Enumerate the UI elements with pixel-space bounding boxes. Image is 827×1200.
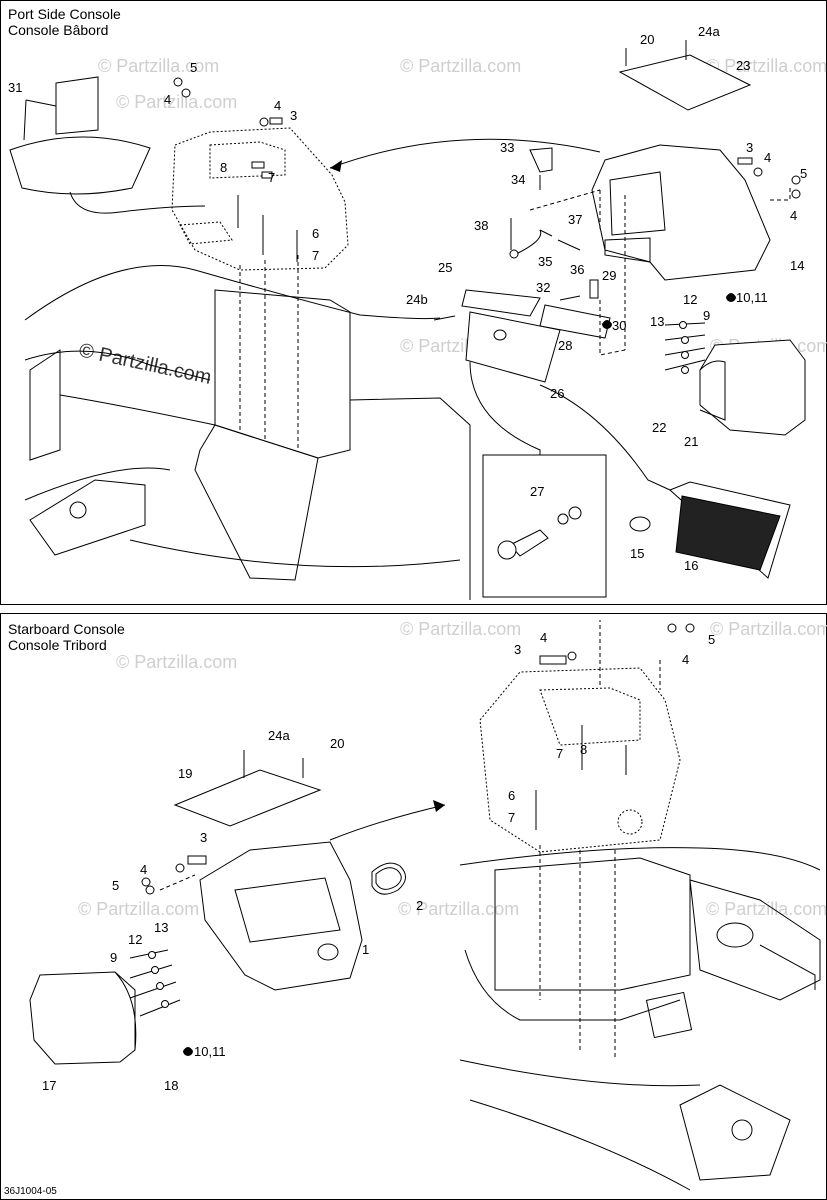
callout: 5 xyxy=(190,60,197,75)
callout: 15 xyxy=(630,546,644,561)
starboard-title-fr: Console Tribord xyxy=(8,637,107,653)
callout: 3 xyxy=(290,108,297,123)
callout: 3 xyxy=(746,140,753,155)
callout: 24a xyxy=(268,728,290,743)
callout: 4 xyxy=(274,98,281,113)
callout: 10,11 xyxy=(736,290,768,305)
callout: 7 xyxy=(556,746,563,761)
callout: 6 xyxy=(508,788,515,803)
callout: 13 xyxy=(650,314,664,329)
callout: 29 xyxy=(602,268,616,283)
callout: 38 xyxy=(474,218,488,233)
callout: 32 xyxy=(536,280,550,295)
callout: 3 xyxy=(200,830,207,845)
watermark: © Partzilla.com xyxy=(398,899,519,919)
port-callouts: 31 5 4 4 3 8 7 6 7 20 24a 23 33 34 3 4 5… xyxy=(8,24,807,573)
callout: 24a xyxy=(698,24,720,39)
callout: 25 xyxy=(438,260,452,275)
callout: 33 xyxy=(500,140,514,155)
callout: 5 xyxy=(708,632,715,647)
callout: 4 xyxy=(682,652,689,667)
watermark: © Partzilla.com xyxy=(116,92,237,112)
watermark: © Partzilla.com xyxy=(706,56,827,76)
callout: 28 xyxy=(558,338,572,353)
callout: 6 xyxy=(312,226,319,241)
callout: 26 xyxy=(550,386,564,401)
fastener-group xyxy=(173,77,298,262)
watermark: © Partzilla.com xyxy=(710,619,827,639)
callout: 18 xyxy=(164,1078,178,1093)
watermark: © Partzilla.com xyxy=(400,56,521,76)
callout: 20 xyxy=(640,32,654,47)
port-drawing xyxy=(9,40,806,600)
callout: 14 xyxy=(790,258,804,273)
starboard-drawing xyxy=(29,620,821,1191)
watermark: © Partzilla.com xyxy=(78,899,199,919)
callout: 7 xyxy=(312,248,319,263)
callout: 24b xyxy=(406,292,428,307)
fluid-drop-icon xyxy=(602,320,612,329)
callout: 30 xyxy=(612,318,626,333)
callout: 12 xyxy=(128,932,142,947)
callout: 4 xyxy=(540,630,547,645)
callout: 4 xyxy=(764,150,771,165)
watermark: © Partzilla.com xyxy=(400,619,521,639)
callout: 35 xyxy=(538,254,552,269)
watermark: © Partzilla.com xyxy=(706,899,827,919)
callout: 4 xyxy=(790,208,797,223)
callout: 9 xyxy=(110,950,117,965)
callout: 17 xyxy=(42,1078,56,1093)
callout: 4 xyxy=(164,92,171,107)
callout: 10,11 xyxy=(194,1044,226,1059)
callout: 21 xyxy=(684,434,698,449)
callout: 27 xyxy=(530,484,544,499)
callout: 8 xyxy=(220,160,227,175)
callout: 31 xyxy=(8,80,22,95)
watermark: © Partzilla.com xyxy=(116,652,237,672)
callout: 36 xyxy=(570,262,584,277)
callout: 3 xyxy=(514,642,521,657)
callout: 16 xyxy=(684,558,698,573)
callout: 13 xyxy=(154,920,168,935)
callout: 19 xyxy=(178,766,192,781)
callout: 37 xyxy=(568,212,582,227)
callout: 7 xyxy=(508,810,515,825)
callout: 9 xyxy=(703,308,710,323)
bolt-stack xyxy=(129,949,181,1017)
callout: 34 xyxy=(511,172,525,187)
callout: 8 xyxy=(580,742,587,757)
callout: 5 xyxy=(800,166,807,181)
watermark-strong: © Partzilla.com xyxy=(77,339,213,389)
drawing-code: 36J1004-05 xyxy=(4,1186,57,1197)
watermark: © Partzilla.com xyxy=(98,56,219,76)
bolt-stack xyxy=(664,321,706,374)
callout: 5 xyxy=(112,878,119,893)
callout: 1 xyxy=(362,942,369,957)
callout: 12 xyxy=(683,292,697,307)
fluid-drop-icon xyxy=(183,1047,193,1056)
port-title-fr: Console Bâbord xyxy=(8,22,109,38)
callout: 22 xyxy=(652,420,666,435)
callout: 23 xyxy=(736,58,750,73)
fluid-drop-icon xyxy=(726,293,736,302)
port-title-en: Port Side Console xyxy=(8,6,121,22)
starboard-callouts: 4 3 5 4 7 8 6 7 24a 20 19 3 4 5 2 13 12 … xyxy=(42,630,715,1093)
callout: 4 xyxy=(140,862,147,877)
callout: 7 xyxy=(268,170,275,185)
callout: 20 xyxy=(330,736,344,751)
callout: 2 xyxy=(416,898,423,913)
starboard-title-en: Starboard Console xyxy=(8,621,125,637)
